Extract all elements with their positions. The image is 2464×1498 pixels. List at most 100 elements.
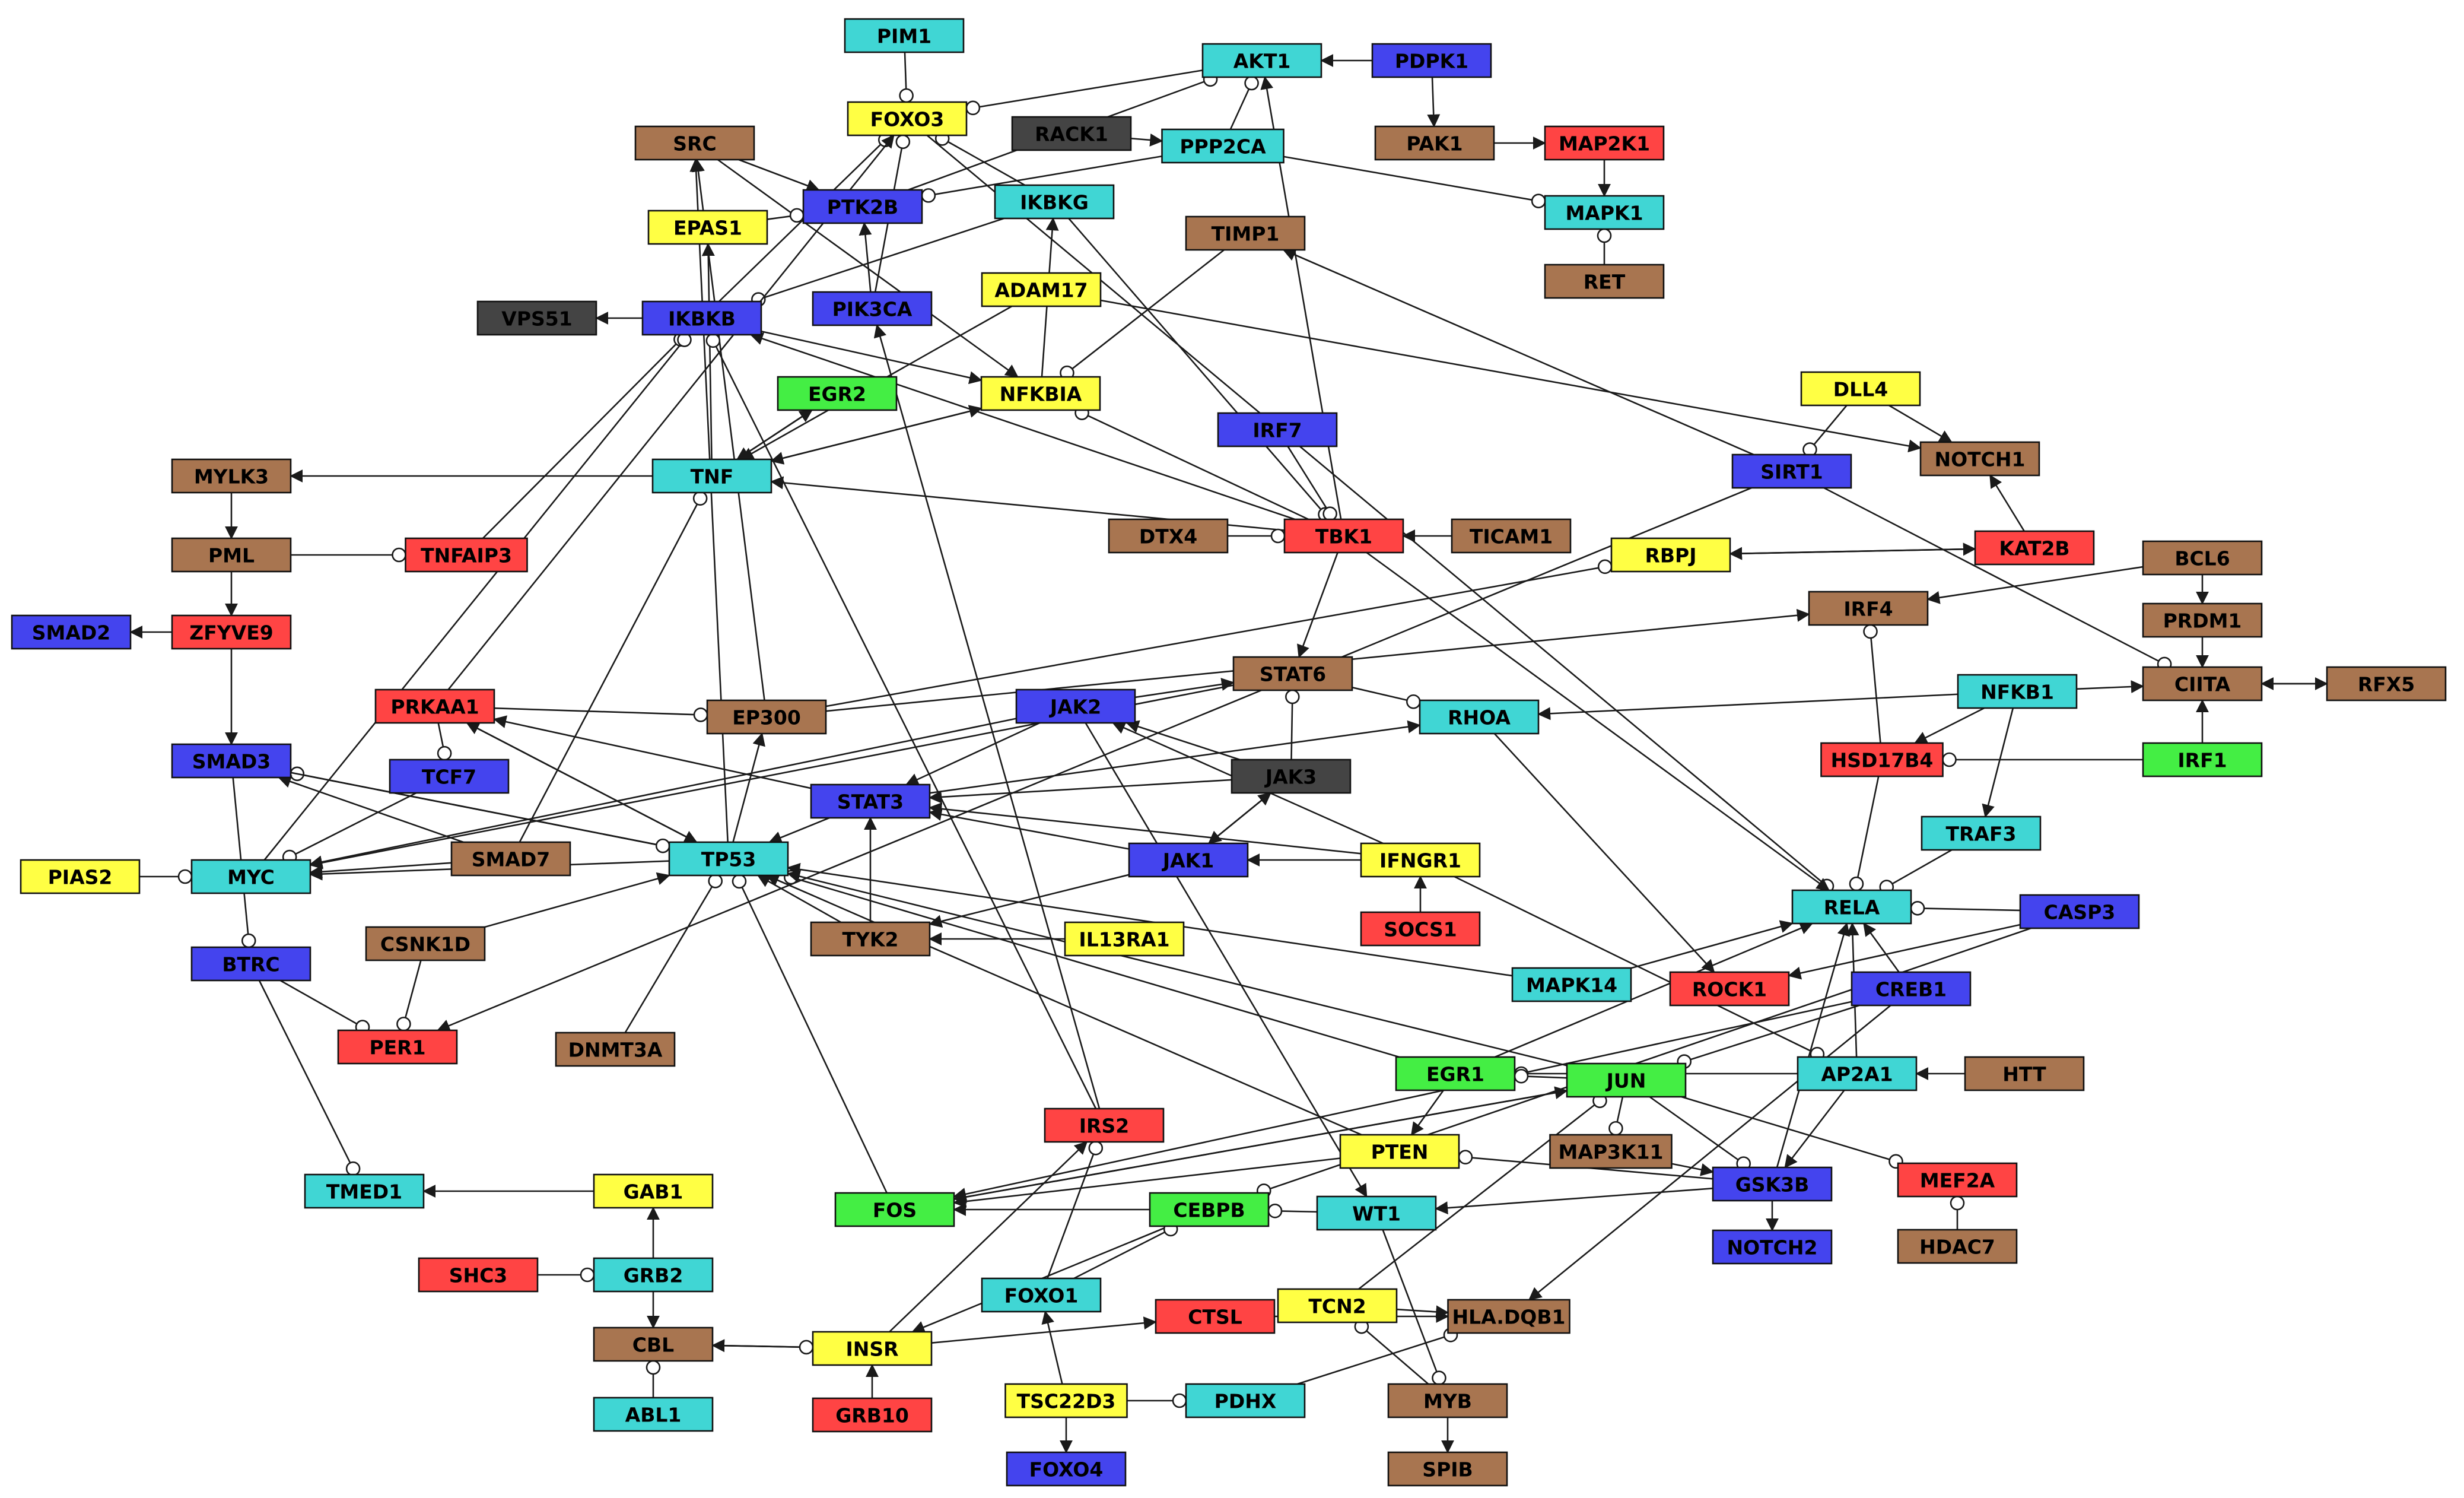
node-map2k1[interactable]: MAP2K1 (1544, 125, 1665, 161)
node-pten[interactable]: PTEN (1339, 1134, 1460, 1169)
node-shc3[interactable]: SHC3 (418, 1257, 539, 1293)
node-vps51[interactable]: VPS51 (476, 300, 597, 336)
node-tcf7[interactable]: TCF7 (389, 758, 510, 794)
node-src[interactable]: SRC (634, 125, 755, 161)
node-smad2[interactable]: SMAD2 (11, 614, 132, 650)
node-foxo4[interactable]: FOXO4 (1006, 1451, 1127, 1487)
node-pik3ca[interactable]: PIK3CA (812, 291, 933, 326)
node-jak2[interactable]: JAK2 (1015, 688, 1136, 724)
node-per1[interactable]: PER1 (337, 1029, 458, 1065)
node-kat2b[interactable]: KAT2B (1974, 530, 2095, 566)
node-htt[interactable]: HTT (1964, 1056, 2085, 1091)
node-ap2a1[interactable]: AP2A1 (1797, 1056, 1918, 1091)
node-hla-dqb1[interactable]: HLA.DQB1 (1447, 1299, 1570, 1334)
node-epas1[interactable]: EPAS1 (647, 210, 768, 245)
node-irf4[interactable]: IRF4 (1808, 591, 1929, 626)
node-hsd17b4[interactable]: HSD17B4 (1820, 742, 1944, 777)
node-irs2[interactable]: IRS2 (1044, 1107, 1165, 1143)
node-map3k11[interactable]: MAP3K11 (1549, 1134, 1673, 1169)
node-ikbkb[interactable]: IKBKB (641, 300, 762, 336)
node-tcn2[interactable]: TCN2 (1277, 1288, 1398, 1324)
node-csnk1d[interactable]: CSNK1D (365, 926, 486, 961)
node-dnmt3a[interactable]: DNMT3A (555, 1032, 676, 1067)
node-bcl6[interactable]: BCL6 (2142, 540, 2263, 576)
node-smad7[interactable]: SMAD7 (450, 841, 571, 877)
node-foxo1[interactable]: FOXO1 (981, 1277, 1102, 1313)
node-nfkbia[interactable]: NFKBIA (980, 376, 1101, 411)
node-foxo3[interactable]: FOXO3 (847, 101, 968, 137)
node-grb10[interactable]: GRB10 (812, 1397, 933, 1433)
node-ptk2b[interactable]: PTK2B (802, 189, 923, 224)
node-stat3[interactable]: STAT3 (810, 783, 931, 819)
node-pdpk1[interactable]: PDPK1 (1371, 43, 1492, 78)
node-egr1[interactable]: EGR1 (1395, 1056, 1516, 1091)
node-il13ra1[interactable]: IL13RA1 (1064, 921, 1185, 957)
node-dll4[interactable]: DLL4 (1800, 371, 1921, 407)
node-creb1[interactable]: CREB1 (1851, 971, 1972, 1007)
node-myc[interactable]: MYC (190, 859, 311, 894)
node-btrc[interactable]: BTRC (190, 946, 311, 982)
node-dtx4[interactable]: DTX4 (1108, 518, 1229, 554)
node-nfkb1[interactable]: NFKB1 (1957, 674, 2078, 709)
node-egr2[interactable]: EGR2 (777, 376, 898, 411)
node-tyk2[interactable]: TYK2 (810, 921, 931, 957)
node-jak3[interactable]: JAK3 (1231, 758, 1352, 794)
node-notch2[interactable]: NOTCH2 (1712, 1229, 1833, 1265)
node-jak1[interactable]: JAK1 (1128, 842, 1249, 878)
node-ep300[interactable]: EP300 (706, 699, 827, 735)
node-mef2a[interactable]: MEF2A (1897, 1162, 2018, 1198)
node-abl1[interactable]: ABL1 (593, 1397, 714, 1432)
node-cbl[interactable]: CBL (593, 1326, 714, 1362)
node-stat6[interactable]: STAT6 (1232, 656, 1353, 691)
node-fos[interactable]: FOS (834, 1192, 955, 1227)
node-tsc22d3[interactable]: TSC22D3 (1004, 1383, 1128, 1418)
node-rbpj[interactable]: RBPJ (1610, 537, 1731, 573)
node-pim1[interactable]: PIM1 (844, 18, 965, 53)
node-ikbkg[interactable]: IKBKG (994, 184, 1115, 220)
node-zfyve9[interactable]: ZFYVE9 (171, 614, 292, 650)
node-rela[interactable]: RELA (1791, 889, 1912, 925)
node-socs1[interactable]: SOCS1 (1360, 911, 1481, 947)
node-mapk1[interactable]: MAPK1 (1544, 195, 1665, 230)
node-ret[interactable]: RET (1544, 264, 1665, 299)
node-smad3[interactable]: SMAD3 (171, 743, 292, 779)
node-ifngr1[interactable]: IFNGR1 (1360, 842, 1481, 878)
node-tnfaip3[interactable]: TNFAIP3 (405, 537, 528, 573)
node-cebpb[interactable]: CEBPB (1149, 1192, 1270, 1227)
node-prdm1[interactable]: PRDM1 (2142, 602, 2263, 638)
node-pml[interactable]: PML (171, 537, 292, 573)
node-tbk1[interactable]: TBK1 (1283, 518, 1404, 554)
node-ppp2ca[interactable]: PPP2CA (1161, 128, 1285, 164)
node-casp3[interactable]: CASP3 (2019, 894, 2140, 929)
node-irf1[interactable]: IRF1 (2142, 742, 2263, 777)
node-hdac7[interactable]: HDAC7 (1897, 1229, 2018, 1264)
node-jun[interactable]: JUN (1566, 1062, 1687, 1098)
node-grb2[interactable]: GRB2 (593, 1257, 714, 1293)
node-wt1[interactable]: WT1 (1316, 1195, 1437, 1231)
node-tmed1[interactable]: TMED1 (304, 1173, 425, 1209)
node-sirt1[interactable]: SIRT1 (1731, 453, 1852, 489)
node-ctsl[interactable]: CTSL (1155, 1299, 1276, 1334)
node-mylk3[interactable]: MYLK3 (171, 458, 292, 494)
node-myb[interactable]: MYB (1387, 1383, 1508, 1418)
node-pias2[interactable]: PIAS2 (20, 859, 141, 894)
node-mapk14[interactable]: MAPK14 (1511, 967, 1632, 1002)
node-rock1[interactable]: ROCK1 (1669, 971, 1790, 1007)
node-timp1[interactable]: TIMP1 (1185, 215, 1306, 251)
node-tp53[interactable]: TP53 (668, 841, 789, 877)
node-insr[interactable]: INSR (812, 1331, 933, 1366)
node-pak1[interactable]: PAK1 (1374, 125, 1495, 161)
node-ticam1[interactable]: TICAM1 (1451, 518, 1572, 554)
node-rack1[interactable]: RACK1 (1011, 116, 1132, 151)
node-notch1[interactable]: NOTCH1 (1919, 441, 2040, 477)
node-tnf[interactable]: TNF (651, 458, 772, 494)
node-prkaa1[interactable]: PRKAA1 (374, 688, 495, 724)
node-akt1[interactable]: AKT1 (1201, 43, 1322, 78)
node-rfx5[interactable]: RFX5 (2326, 666, 2447, 702)
node-adam17[interactable]: ADAM17 (981, 272, 1102, 307)
node-pdhx[interactable]: PDHX (1185, 1383, 1306, 1418)
node-traf3[interactable]: TRAF3 (1921, 815, 2042, 851)
node-irf7[interactable]: IRF7 (1217, 412, 1338, 448)
node-rhoa[interactable]: RHOA (1419, 699, 1540, 735)
node-gsk3b[interactable]: GSK3B (1712, 1166, 1833, 1202)
